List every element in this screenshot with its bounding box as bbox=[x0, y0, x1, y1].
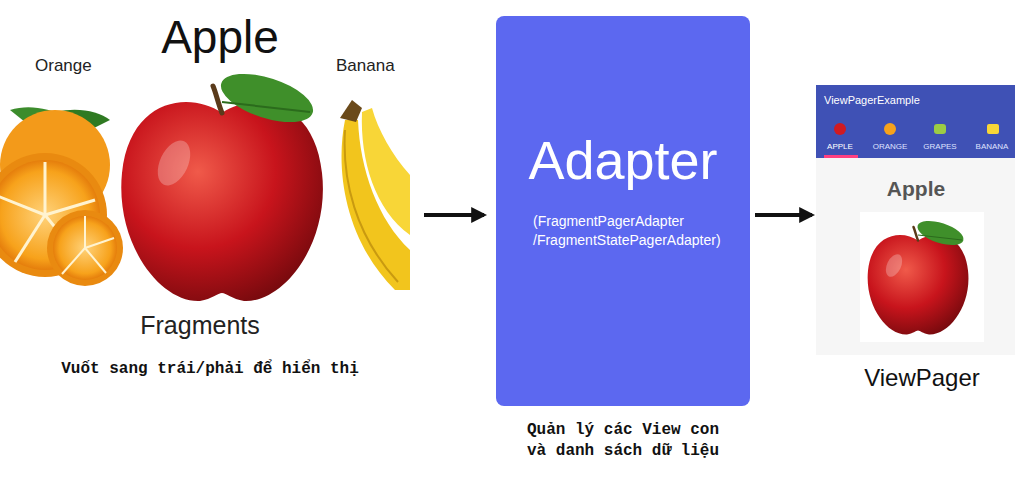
adapter-classes: (FragmentPagerAdapter /FragmentStatePage… bbox=[533, 212, 745, 250]
viewpager-screen: ViewPagerExampleAPPLE ORANGE GRAPES BANANA A… bbox=[816, 85, 1015, 355]
flow-arrow bbox=[755, 213, 812, 217]
adapter-box: Adapter (FragmentPagerAdapter /FragmentSt… bbox=[496, 16, 750, 406]
hint-caption: Vuốt sang trái/phải để hiển thị bbox=[40, 360, 380, 379]
tab-label: APPLE bbox=[818, 142, 862, 152]
adapter-title: Adapter bbox=[496, 128, 750, 193]
app-title: ViewPagerExample bbox=[824, 94, 1004, 107]
page-title: Apple bbox=[846, 176, 986, 201]
fragment-group: OrangeAppleBananaFragments bbox=[0, 0, 410, 390]
tab-label: GRAPES bbox=[918, 142, 962, 152]
adapter-caption: Quản lý các View con và danh sách dữ liệ… bbox=[513, 420, 733, 462]
tab-label: ORANGE bbox=[868, 142, 912, 152]
tab-label: BANANA bbox=[970, 142, 1014, 152]
fruit-label: Orange bbox=[35, 56, 125, 76]
fragment-title: Apple bbox=[100, 10, 340, 65]
group-label: Fragments bbox=[100, 310, 300, 340]
fruit-label: Banana bbox=[336, 56, 410, 76]
flow-arrow bbox=[424, 213, 484, 217]
component-label: ViewPager bbox=[852, 364, 992, 393]
